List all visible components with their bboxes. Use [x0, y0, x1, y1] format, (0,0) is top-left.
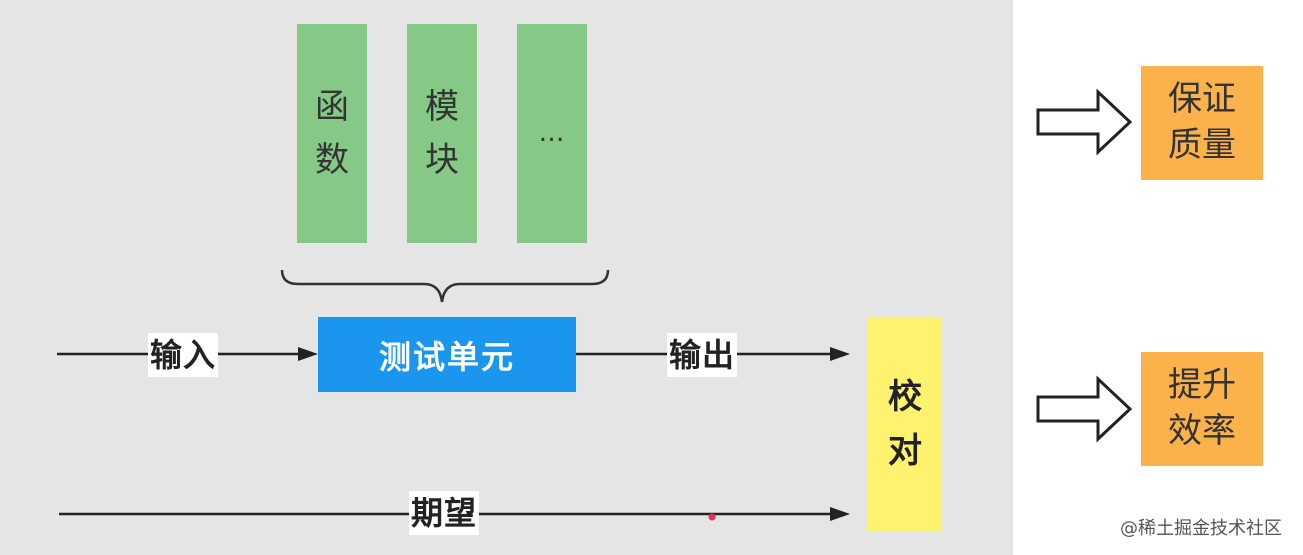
efficiency-hollow-arrow [1036, 375, 1133, 443]
test-unit-label: 测试单元 [378, 337, 515, 376]
component-more-label: … [538, 118, 566, 149]
expected-arrowhead [830, 507, 850, 521]
input-label: 输入 [148, 333, 219, 377]
component-function-box: 函数 [297, 24, 367, 243]
test-unit-box: 测试单元 [318, 317, 576, 392]
input-arrowhead [298, 347, 318, 361]
check-box: 校对 [868, 317, 942, 531]
expected-label: 期望 [409, 491, 480, 535]
quality-hollow-arrow [1036, 88, 1133, 156]
outcome-quality-box: 保证质量 [1141, 66, 1263, 180]
component-function-label: 函数 [315, 86, 349, 180]
output-arrowhead [830, 347, 850, 361]
component-more-box: … [517, 24, 587, 243]
pointer-dot [708, 513, 716, 521]
output-label: 输出 [667, 333, 738, 377]
check-label: 校对 [888, 376, 922, 471]
watermark: @稀土掘金技术社区 [1120, 518, 1282, 539]
component-module-box: 模块 [407, 24, 477, 243]
outcome-efficiency-box: 提升效率 [1141, 352, 1263, 466]
outcome-quality-label: 保证质量 [1168, 79, 1236, 165]
grouping-brace [280, 269, 610, 303]
diagram-panel [0, 0, 1013, 555]
outcome-efficiency-label: 提升效率 [1168, 365, 1236, 451]
component-module-label: 模块 [425, 86, 459, 180]
